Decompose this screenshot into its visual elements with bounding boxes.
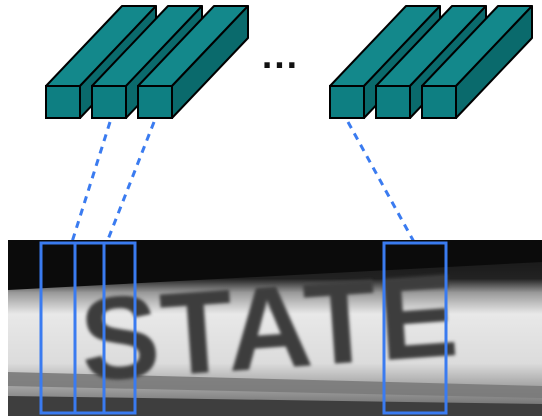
feature-column-front-face xyxy=(421,85,457,119)
feature-column-front-face xyxy=(45,85,81,119)
feature-columns-left xyxy=(45,5,249,119)
connector-line-1 xyxy=(70,121,112,243)
input-image-strip: STATE xyxy=(8,240,542,416)
image-strip-word: STATE xyxy=(76,249,464,407)
receptive-field-window-4 xyxy=(382,241,448,415)
connector-line-2 xyxy=(105,121,156,243)
feature-column-front-face xyxy=(329,85,365,119)
image-strip-bottom-band xyxy=(8,396,542,416)
image-strip-top-band xyxy=(8,240,542,290)
image-strip-lower-band xyxy=(8,372,542,398)
receptive-field-connectors xyxy=(70,121,416,243)
ellipsis: ... xyxy=(261,41,299,76)
feature-column-front-face xyxy=(91,85,127,119)
feature-column-front-face xyxy=(375,85,411,119)
receptive-field-windows xyxy=(39,241,448,415)
connector-line-3 xyxy=(346,121,416,243)
feature-column-left-3 xyxy=(137,5,249,119)
feature-column-right-3 xyxy=(421,5,533,119)
feature-columns-right xyxy=(329,5,533,119)
feature-column-front-face xyxy=(137,85,173,119)
receptive-field-window-3 xyxy=(102,241,137,415)
